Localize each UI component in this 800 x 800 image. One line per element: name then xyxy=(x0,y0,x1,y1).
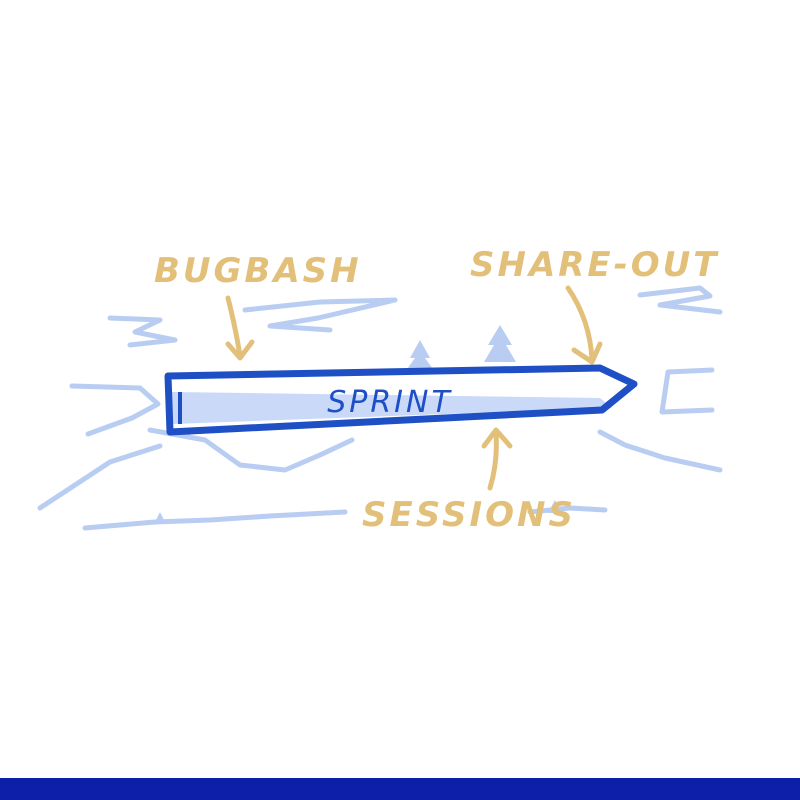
sprint-label: SPRINT xyxy=(327,385,453,420)
sprint-arrow-outline xyxy=(164,364,638,436)
sprint-arrow-shadow xyxy=(172,392,612,424)
tree-icons xyxy=(154,325,562,524)
tree-icon xyxy=(548,500,562,513)
bugbash-pointer-arrow xyxy=(225,295,255,361)
tree-icon xyxy=(405,340,435,372)
right-ground-stroke xyxy=(527,505,608,515)
bottom-bar xyxy=(0,778,800,800)
bugbash-label: BUGBASH xyxy=(154,251,362,291)
left-wind-stroke xyxy=(242,297,398,333)
tree-icon xyxy=(484,325,516,362)
tree-icon xyxy=(154,512,166,524)
sprint-arrow: SPRINT xyxy=(164,364,638,436)
share-out-pointer-arrow xyxy=(565,285,603,365)
sessions-pointer-arrow xyxy=(481,427,513,491)
left-chevron-stroke xyxy=(69,383,161,437)
annotation-arrows xyxy=(225,285,603,491)
left-zigzag-stroke xyxy=(107,315,178,348)
right-wind-stroke xyxy=(637,285,723,315)
center-hill-stroke xyxy=(147,427,355,473)
right-hill-stroke xyxy=(597,429,723,473)
lower-ground-stroke xyxy=(82,509,348,531)
left-hill-stroke xyxy=(37,443,163,511)
sessions-label: SESSIONS xyxy=(362,495,576,535)
share-out-label: SHARE-OUT xyxy=(470,245,719,285)
right-bracket-stroke xyxy=(659,367,715,415)
landscape-strokes xyxy=(37,285,723,531)
